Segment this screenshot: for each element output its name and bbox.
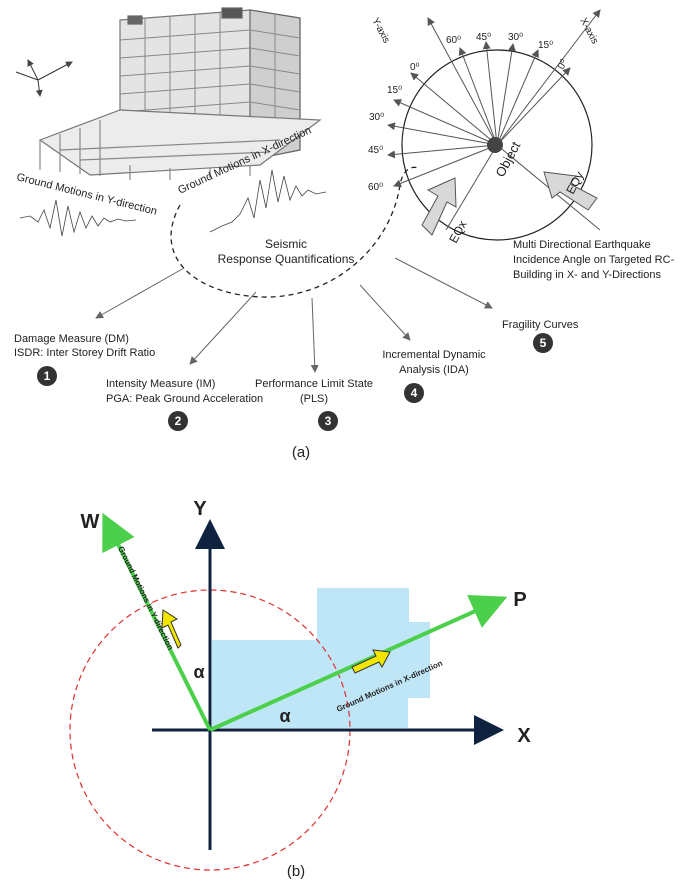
- item-3-line2: (PLS): [300, 393, 328, 405]
- ground-motions-y-label-b: Ground Motions in Y-direction: [116, 545, 175, 652]
- axis-y-label: Y: [193, 498, 207, 520]
- building-footprint: [212, 588, 430, 728]
- item-1: Damage Measure (DM) ISDR: Inter Storey D…: [14, 333, 155, 386]
- axis-w-label: W: [81, 511, 100, 533]
- compass-x-axis-label: X-axis: [577, 16, 600, 46]
- item-3-number: 3: [325, 414, 332, 428]
- left-angle-30: 30⁰: [369, 112, 384, 123]
- item-1-line2: ISDR: Inter Storey Drift Ratio: [14, 347, 155, 359]
- left-angle-60: 60⁰: [368, 182, 383, 193]
- seismogram-y: [19, 199, 137, 237]
- item-2-line1: Intensity Measure (IM): [106, 378, 215, 390]
- top-angle-30: 30⁰: [508, 32, 523, 43]
- yellow-arrow-p-icon: [351, 649, 391, 674]
- yellow-arrow-w-icon: [161, 609, 182, 649]
- center-title-line1: Seismic: [265, 237, 307, 251]
- left-angle-0: 0⁰: [410, 62, 420, 73]
- response-dashed-arc: [170, 166, 419, 298]
- center-title-line2: Response Quantifications: [218, 252, 355, 266]
- item-4-badge: [404, 383, 424, 403]
- axis-triad-icon: [15, 59, 73, 97]
- left-angle-45: 45⁰: [368, 145, 383, 156]
- item-3-line1: Performance Limit State: [255, 378, 373, 390]
- panel-a-caption: (a): [292, 444, 310, 461]
- w-axis: [102, 512, 212, 731]
- panel-a: Ground Motions in Y-direction Ground Mot…: [14, 7, 675, 461]
- incidence-note-line1: Multi Directional Earthquake: [513, 239, 651, 251]
- item-4-line2: Analysis (IDA): [399, 364, 469, 376]
- item-5-line1: Fragility Curves: [502, 319, 579, 331]
- left-angle-15: 15⁰: [387, 85, 402, 96]
- item-2-badge: [168, 411, 188, 431]
- item-1-number: 1: [44, 369, 51, 383]
- item-4-number: 4: [411, 386, 418, 400]
- item-4: Incremental Dynamic Analysis (IDA) 4: [382, 349, 486, 403]
- item-3: Performance Limit State (PLS) 3: [255, 378, 373, 431]
- rc-building-model: [38, 7, 322, 180]
- item-5-number: 5: [540, 336, 547, 350]
- compass-left-angles: 0⁰ 15⁰ 30⁰ 45⁰ 60⁰: [368, 62, 420, 193]
- item-4-line1: Incremental Dynamic: [382, 349, 486, 361]
- panel-b: Y X W P α α Ground Motions in Y-directio…: [69, 498, 531, 880]
- incidence-compass: [387, 9, 601, 241]
- compass-y-axis-label: Y-axis: [369, 16, 391, 45]
- top-angle-60: 60⁰: [446, 35, 461, 46]
- top-angle-0: 0⁰: [556, 58, 570, 72]
- compass-eqx-label: EQx: [446, 218, 469, 245]
- axis-p-label: P: [513, 589, 526, 611]
- item-2-line2: PGA: Peak Ground Acceleration: [106, 393, 263, 405]
- item-1-badge: [37, 366, 57, 386]
- item-5: Fragility Curves 5: [502, 319, 579, 353]
- seismogram-x: [209, 169, 327, 233]
- item-arrows: [95, 257, 493, 373]
- ground-motions-y-label: Ground Motions in Y-direction: [15, 171, 158, 218]
- top-angle-15: 15⁰: [538, 40, 553, 51]
- axis-x-label: X: [517, 725, 531, 747]
- alpha-label-w: α: [193, 662, 204, 682]
- alpha-label-p: α: [279, 706, 290, 726]
- item-2-number: 2: [175, 414, 182, 428]
- p-axis: [209, 595, 508, 732]
- item-1-line1: Damage Measure (DM): [14, 333, 129, 345]
- incidence-note-line2: Incidence Angle on Targeted RC-: [513, 254, 675, 266]
- item-2: Intensity Measure (IM) PGA: Peak Ground …: [106, 378, 263, 431]
- compass-top-angles: 60⁰ 45⁰ 30⁰ 15⁰ 0⁰: [446, 32, 570, 71]
- panel-b-caption: (b): [287, 863, 305, 880]
- item-5-badge: [533, 333, 553, 353]
- item-3-badge: [318, 411, 338, 431]
- incidence-note-line3: Building in X- and Y-Directions: [513, 269, 661, 281]
- top-angle-45: 45⁰: [476, 32, 491, 43]
